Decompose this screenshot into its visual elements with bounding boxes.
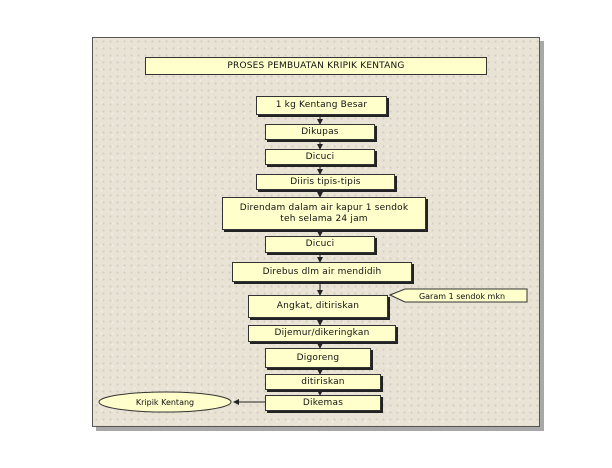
result-text: Kripik Kentang — [136, 398, 194, 407]
result-ellipse — [98, 391, 232, 413]
callout-text: Garam 1 sendok mkn — [419, 292, 505, 301]
step-2: Dikupas — [265, 124, 375, 140]
step-3: Dicuci — [265, 149, 375, 165]
step-11: ditiriskan — [265, 374, 381, 390]
step-8: Angkat, ditiriskan — [248, 295, 388, 318]
step-6: Dicuci — [265, 236, 375, 253]
step-1: 1 kg Kentang Besar — [256, 96, 387, 115]
step-12: Dikemas — [265, 395, 381, 411]
step-9: Dijemur/dikeringkan — [248, 325, 396, 342]
callout-shape — [388, 288, 528, 303]
diagram-title: PROSES PEMBUATAN KRIPIK KENTANG — [145, 57, 487, 75]
step-4: Diiris tipis-tipis — [256, 174, 395, 190]
step-5: Direndam dalam air kapur 1 sendok teh se… — [222, 197, 426, 230]
step-10: Digoreng — [265, 348, 371, 368]
step-7: Direbus dlm air mendidih — [232, 262, 412, 282]
